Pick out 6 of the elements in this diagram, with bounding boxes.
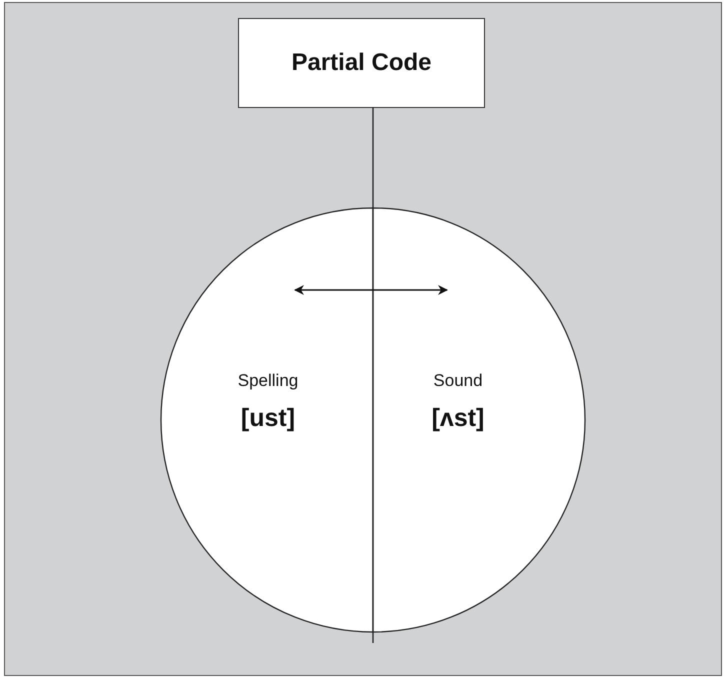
heading-text: Sound xyxy=(432,371,484,391)
phonetic-text: [ust] xyxy=(240,404,296,433)
title-box: Partial Code xyxy=(238,18,485,108)
double-arrow xyxy=(294,285,448,295)
heading-text: Spelling xyxy=(236,371,300,391)
phonetic-text: [ʌst] xyxy=(430,404,486,433)
